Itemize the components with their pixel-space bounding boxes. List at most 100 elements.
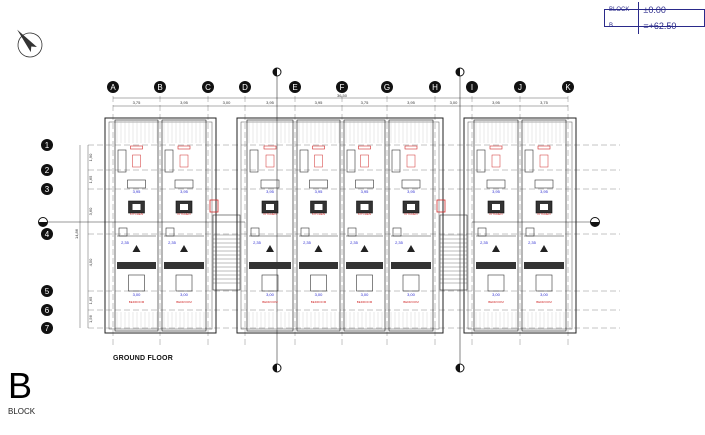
warning-triangle-icon	[180, 245, 188, 252]
grid-bubble-row-1	[41, 139, 53, 151]
sink	[347, 227, 357, 237]
apartment-unit	[388, 119, 434, 332]
dining-table-top	[540, 204, 548, 210]
room-label: KITCHEN	[489, 212, 502, 216]
warning-triangle-icon	[540, 245, 548, 252]
grid-bubble-C	[202, 81, 214, 93]
sink	[300, 227, 310, 237]
coffee-table	[406, 154, 416, 168]
grid-label-row-3: 3	[45, 185, 50, 194]
room-label: BEDROOM	[262, 300, 278, 304]
column-dim: 3,00	[450, 100, 459, 105]
door-tag	[312, 145, 325, 150]
wardrobe	[391, 262, 431, 269]
column-dim: 3,95	[492, 100, 501, 105]
stair-marker	[209, 199, 219, 213]
stair-outline	[439, 214, 468, 291]
sink	[392, 227, 402, 237]
room-dim: 2,35	[528, 240, 537, 245]
dining-table-top	[314, 204, 323, 210]
wardrobe	[476, 262, 516, 269]
room-dim: 3,95	[266, 189, 275, 194]
grid-label-A: A	[110, 83, 116, 92]
column-dim: 3,95	[407, 100, 416, 105]
grid-label-row-7: 7	[45, 324, 50, 333]
north-arrow-icon	[17, 29, 43, 58]
warning-triangle-icon	[407, 245, 415, 252]
warning-triangle-icon	[492, 245, 500, 252]
total-width-dim: 36,50	[337, 93, 348, 98]
stair-core	[209, 199, 241, 291]
room-dim: 3,95	[492, 189, 501, 194]
apartment-unit	[114, 119, 159, 332]
unit-wall	[473, 119, 519, 332]
row-dim: 4,50	[88, 258, 93, 267]
room-dim: 2,35	[350, 240, 359, 245]
warning-triangle-icon	[360, 245, 369, 252]
room-dim: 2,35	[253, 240, 262, 245]
grid-label-F: F	[340, 83, 345, 92]
room-dim: 3,95	[361, 189, 370, 194]
warning-triangle-icon	[132, 245, 141, 252]
room-label: BEDROOM	[403, 300, 419, 304]
grid-bubble-I	[466, 81, 478, 93]
sofa	[391, 149, 401, 173]
grid-label-B: B	[157, 83, 162, 92]
block-word: BLOCK	[8, 407, 36, 416]
sink	[477, 227, 487, 237]
wardrobe	[524, 262, 564, 269]
block-letter: B	[8, 365, 33, 406]
grid-label-I: I	[471, 83, 473, 92]
unit-wall	[388, 119, 434, 332]
building-outline	[104, 117, 217, 334]
room-label: BEDROOM	[488, 300, 504, 304]
north-arrow-needle	[17, 29, 37, 53]
coffee-table	[179, 154, 189, 168]
row-dim: 3,60	[88, 207, 93, 216]
unit-wall	[246, 119, 294, 332]
grid-bubble-J	[514, 81, 526, 93]
building-inner-wall	[108, 121, 213, 330]
room-dim: 3,00	[407, 292, 416, 297]
grid-bubble-K	[562, 81, 574, 93]
column-dim: 3,75	[133, 100, 142, 105]
grid-bubble-A	[107, 81, 119, 93]
unit-wall	[114, 119, 159, 332]
grid-bubble-B	[154, 81, 166, 93]
room-label: BEDROOM	[536, 300, 552, 304]
sink	[250, 227, 260, 237]
grid-label-J: J	[518, 83, 522, 92]
room-label: BEDROOM	[176, 300, 192, 304]
room-label: KITCHEN	[312, 212, 325, 216]
room-dim: 3,95	[180, 189, 189, 194]
sofa	[346, 149, 356, 173]
armchair	[486, 179, 506, 189]
dining-table-top	[180, 204, 188, 210]
bed	[310, 274, 327, 292]
bed	[487, 274, 505, 292]
room-label: KITCHEN	[177, 212, 190, 216]
grid-bubble-row-6	[41, 304, 53, 316]
column-dim: 3,95	[180, 100, 189, 105]
door-tag	[263, 145, 277, 150]
section-marker-fill	[273, 68, 277, 76]
section-marker-fill	[273, 364, 277, 372]
room-label: KITCHEN	[263, 212, 276, 216]
room-dim: 2,35	[480, 240, 489, 245]
coffee-table	[265, 154, 275, 168]
armchair	[355, 179, 374, 189]
grid-label-row-5: 5	[45, 287, 50, 296]
room-dim: 2,35	[303, 240, 312, 245]
stair-core	[436, 199, 468, 291]
wardrobe	[164, 262, 204, 269]
apartment-unit	[296, 119, 341, 332]
dining-table-top	[266, 204, 274, 210]
column-dim: 3,75	[361, 100, 370, 105]
elevation-value: ±0.00 =+62.50	[643, 5, 677, 31]
bed	[128, 274, 145, 292]
room-label: BEDROOM	[129, 300, 145, 304]
row-dim: 1,56	[88, 314, 93, 323]
room-label: KITCHEN	[358, 212, 371, 216]
grid-bubble-E	[289, 81, 301, 93]
